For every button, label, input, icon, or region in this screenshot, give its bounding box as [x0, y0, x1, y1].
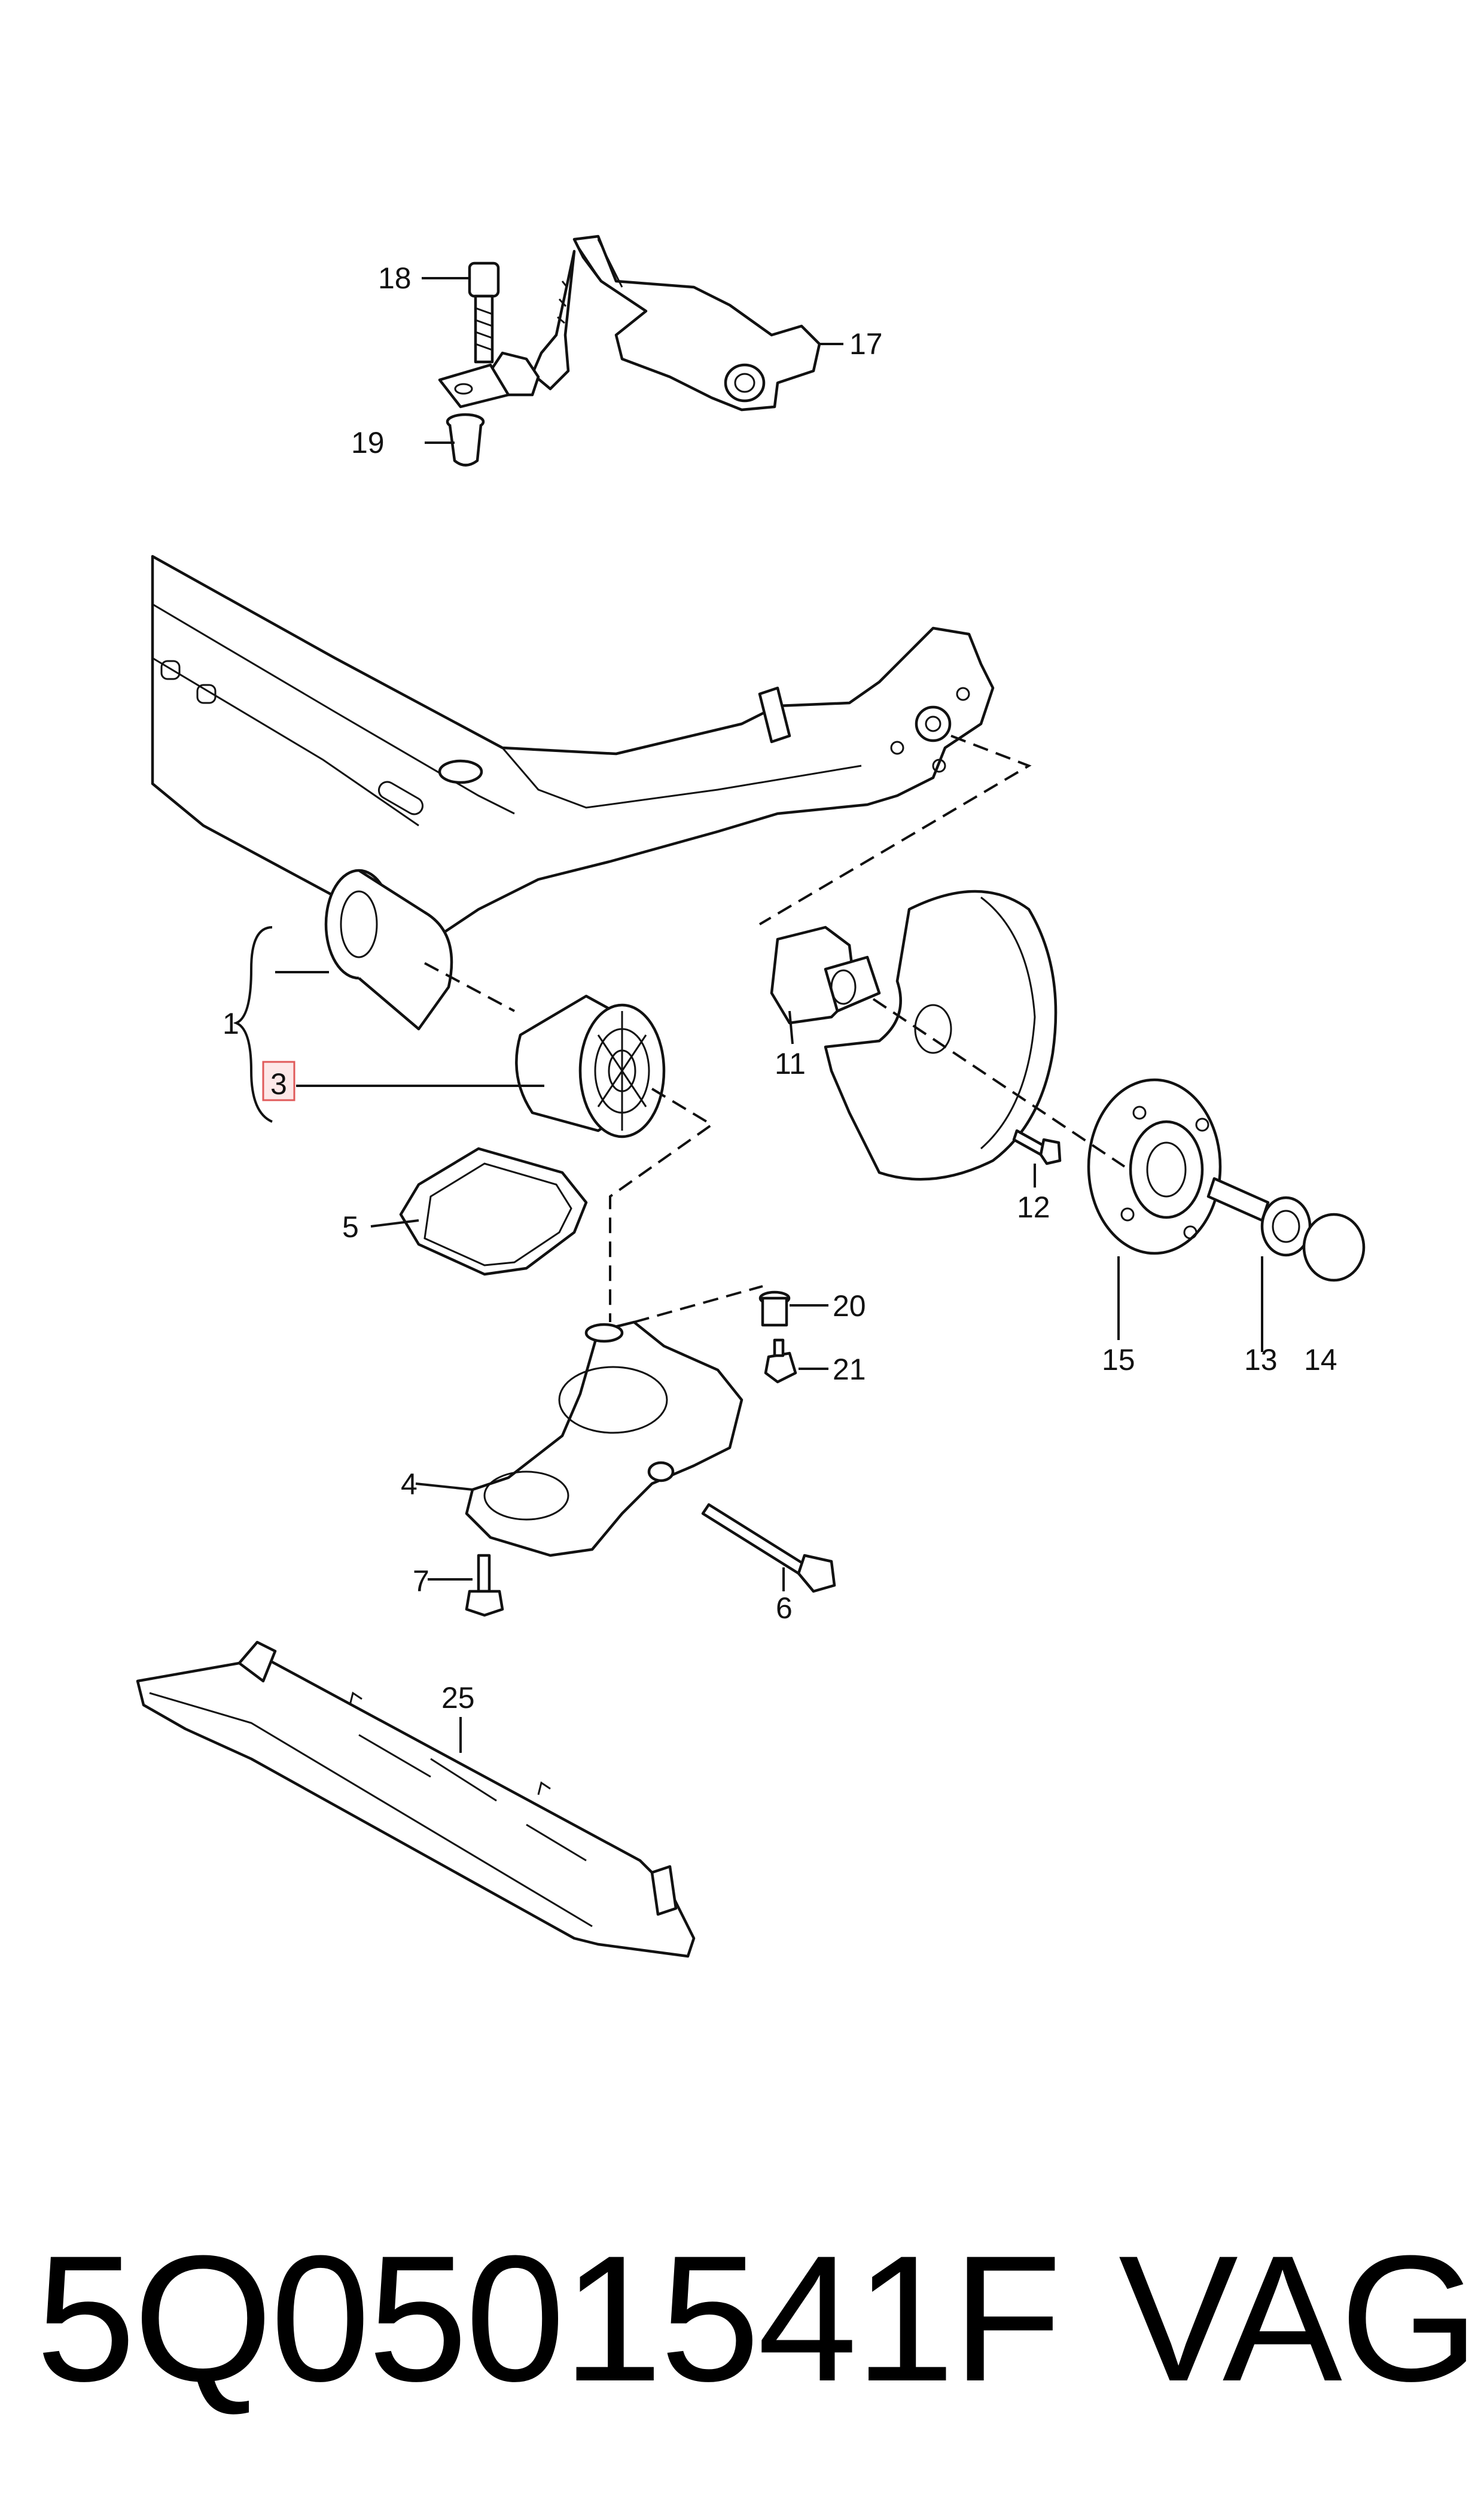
bolt-12 [1012, 1129, 1062, 1165]
callout-4: 4 [401, 1467, 418, 1501]
callout-11: 11 [775, 1047, 806, 1080]
stub-axle-11 [770, 925, 881, 1025]
bolt-21 [764, 1338, 797, 1384]
part-number: 5Q0501541F [36, 2218, 1062, 2419]
callout-3: 3 [270, 1067, 287, 1101]
brand-name: VAG [1119, 2218, 1479, 2419]
wheel-hub-15 [1087, 1078, 1222, 1255]
rivet-nut-19 [446, 413, 485, 467]
bolt-20 [758, 1290, 791, 1327]
leader-lines [233, 277, 1263, 1753]
callout-21: 21 [833, 1353, 866, 1386]
footer: 5Q0501541F VAG [0, 2213, 1484, 2453]
rear-axle-beam [151, 555, 995, 1031]
mounting-bracket-4 [465, 1320, 743, 1557]
pad-5 [399, 1147, 588, 1276]
dust-cap-14 [1302, 1213, 1366, 1282]
highlight-box-3 [262, 1061, 295, 1101]
callout-14: 14 [1304, 1343, 1337, 1377]
underbody-panel-25 [136, 1640, 696, 1958]
bolt-18 [468, 261, 500, 364]
callout-25: 25 [441, 1681, 475, 1715]
callout-17: 17 [849, 327, 883, 361]
bolt-7 [465, 1554, 504, 1617]
callout-13: 13 [1244, 1343, 1278, 1377]
callout-5: 5 [342, 1210, 359, 1244]
callout-20: 20 [833, 1289, 866, 1323]
callout-1: 1 [223, 1007, 239, 1040]
callout-12: 12 [1017, 1191, 1050, 1224]
callouts: 18 19 17 1 3 5 4 7 6 20 21 11 12 15 13 1… [223, 261, 1337, 1715]
callout-7: 7 [413, 1564, 429, 1598]
level-sensor-assembly [438, 235, 821, 412]
callout-15: 15 [1102, 1343, 1135, 1377]
callout-19: 19 [351, 426, 385, 459]
backing-plate [824, 890, 1058, 1181]
axle-bolt-13 [1206, 1177, 1312, 1257]
bushing-3 [515, 994, 666, 1138]
explode-lines [424, 735, 1126, 1323]
bolt-6 [701, 1503, 836, 1593]
callout-6: 6 [776, 1591, 793, 1625]
callout-18: 18 [378, 261, 412, 295]
